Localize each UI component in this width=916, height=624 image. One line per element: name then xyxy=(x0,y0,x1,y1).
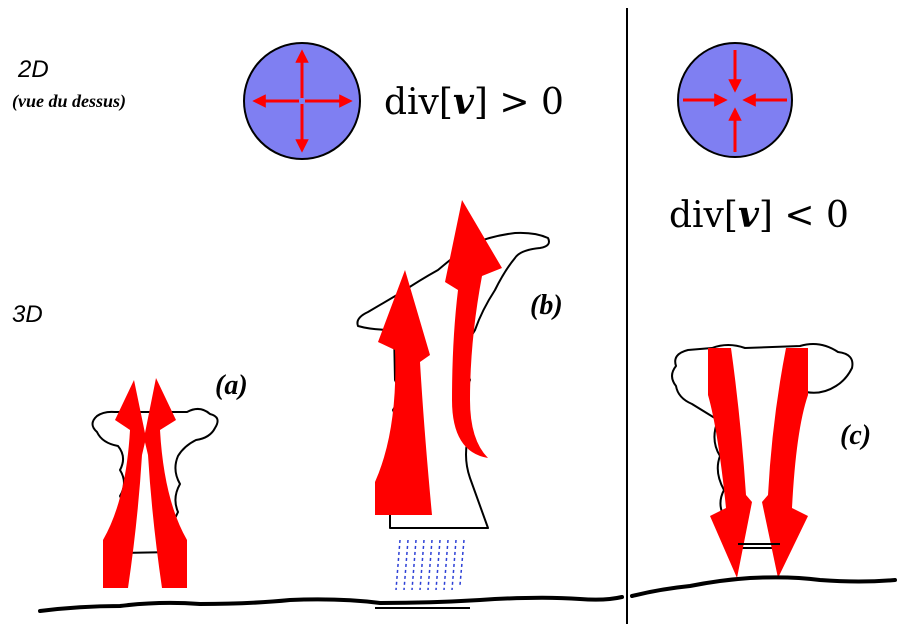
eq-pos-prefix: div[ xyxy=(384,82,453,123)
label-case-b: (b) xyxy=(530,290,563,321)
rain xyxy=(396,540,464,590)
label-3d: 3D xyxy=(12,301,43,328)
eq-neg-vector: v xyxy=(738,194,760,236)
ground-right xyxy=(632,577,895,596)
equation-negative: div[v] < 0 xyxy=(669,194,849,236)
convergent-disk xyxy=(678,43,792,157)
cloud-c-outline xyxy=(672,344,852,548)
label-case-c: (c) xyxy=(840,420,871,451)
ground-left xyxy=(40,597,622,611)
eq-pos-vector: v xyxy=(453,81,475,123)
eq-neg-suffix: ] < 0 xyxy=(759,195,849,236)
cloud-c xyxy=(672,344,852,578)
label-2d-subtitle: (vue du dessus) xyxy=(12,91,126,112)
divergent-disk xyxy=(244,43,360,159)
label-case-a: (a) xyxy=(215,370,248,401)
eq-pos-suffix: ] > 0 xyxy=(474,82,564,123)
cloud-a xyxy=(93,378,218,588)
label-2d: 2D xyxy=(17,56,49,83)
eq-neg-prefix: div[ xyxy=(669,195,738,236)
cloud-b xyxy=(357,200,549,528)
equation-positive: div[v] > 0 xyxy=(384,81,564,123)
